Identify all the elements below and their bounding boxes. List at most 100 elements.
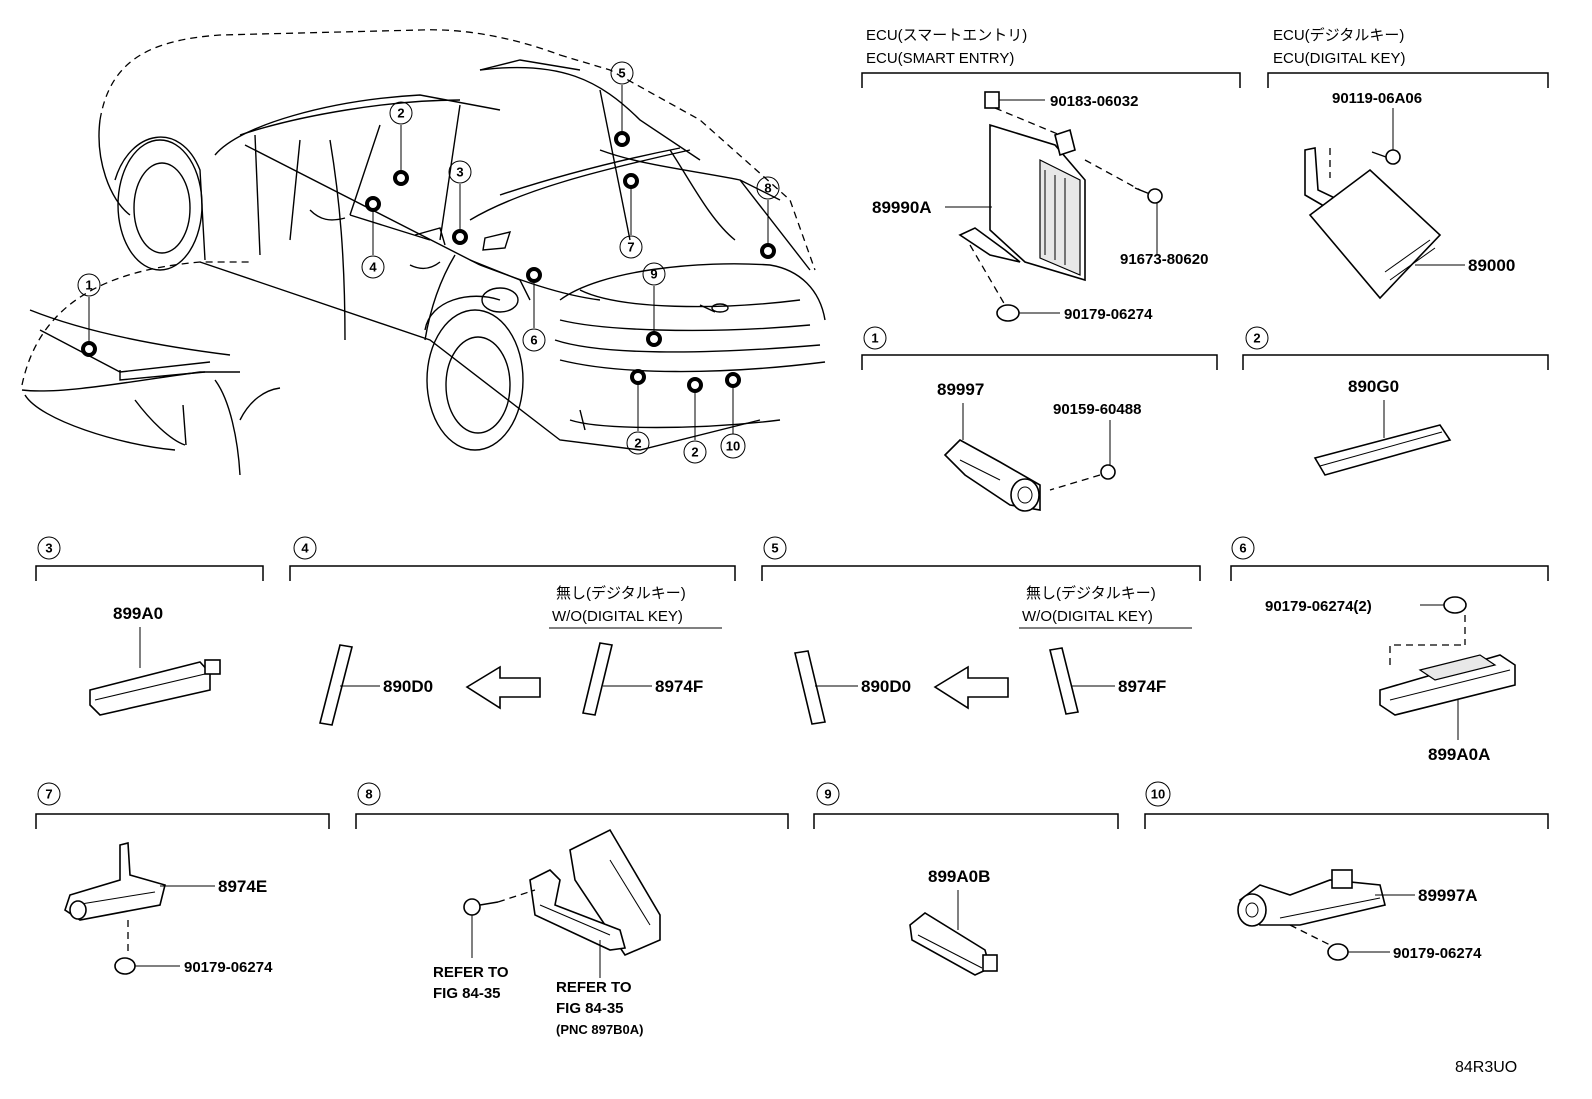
part-89997a: 89997A [1418,886,1478,905]
section-10-number: 10 [1151,787,1165,802]
part-90119-06a06: 90119-06A06 [1332,90,1422,107]
section-5-number: 5 [771,541,778,556]
section-8: 8 REFER TO FIG 84-35 REFER TO FIG 84-35 … [355,782,789,1037]
part-90179-06274-s7: 90179-06274 [184,959,273,976]
section-2: 2 890G0 [1242,326,1549,476]
bracket-section-6 [1230,565,1549,581]
antenna-890g0-shape [1313,424,1452,476]
ecu-section-8-shape [569,828,661,956]
part-890g0: 890G0 [1348,377,1399,396]
main-car-outline [98,29,826,451]
handle-8974f-shape-a [582,642,613,716]
nut-90179-06274-s10-shape [1327,943,1349,961]
part-89997: 89997 [937,380,984,399]
bracket-section-5 [761,565,1201,581]
part-90179-06274-s10: 90179-06274 [1393,945,1482,962]
handle-890d0-shape-b [794,650,826,725]
section-ecu-smart-entry: ECU(スマートエントリ) ECU(SMART ENTRY) 90183-060… [861,27,1241,323]
figure-code: 84R3UO [1455,1059,1517,1076]
note-wo-digital-key-en-4: W/O(DIGITAL KEY) [552,608,683,625]
section-1: 1 89997 90159-60488 [861,326,1218,512]
antenna-89997a-shape [1238,879,1386,926]
part-90179-06274-ecu: 90179-06274 [1064,306,1153,323]
clip-90183-06032-shape [984,91,1000,109]
part-90183-06032: 90183-06032 [1050,93,1138,110]
section-3: 3 899A0 [35,536,264,716]
part-890d0-b: 890D0 [861,677,911,696]
section-6-number: 6 [1239,541,1246,556]
arrow-left-5 [933,665,1009,710]
refer-pnc: (PNC 897B0A) [556,1022,643,1037]
callout-9-car: 9 [650,267,657,282]
callout-10-car: 10 [726,439,740,454]
part-90159-60488: 90159-60488 [1053,401,1141,418]
bracket-section-10 [1144,813,1549,829]
bolt-91673-80620-shape [1147,188,1163,204]
part-89990a: 89990A [872,198,932,217]
section-4: 4 無し(デジタルキー) W/O(DIGITAL KEY) 890D0 8974… [289,536,736,726]
section-1-number: 1 [871,331,878,346]
section-ecu-digital-key: ECU(デジタルキー) ECU(DIGITAL KEY) 90119-06A06… [1267,26,1549,300]
part-899a0b: 899A0B [928,867,990,886]
refer-fig-a: FIG 84-35 [433,985,501,1002]
callout-5-car: 5 [618,66,625,81]
callout-2-car-c: 2 [691,445,698,460]
car-overview-illustration: 1 2 3 4 5 7 6 8 9 2 2 10 [21,29,826,476]
car-callout-markers [81,85,776,440]
bracket-section-8 [355,813,789,829]
antenna-899a0-shape [89,661,211,716]
part-90179-06274-2: 90179-06274(2) [1265,598,1372,615]
header-ecu-smart-entry-jp: ECU(スマートエントリ) [866,27,1027,44]
front-car-outline [21,261,281,476]
part-8974f-a: 8974F [655,677,703,696]
section-7-number: 7 [45,787,52,802]
bracket-section-4 [289,565,736,581]
note-wo-digital-key-jp-4: 無し(デジタルキー) [556,584,686,602]
callout-7-car: 7 [627,240,634,255]
section-9: 9 899A0B [813,782,1119,976]
bracket-ecu-smart-entry [861,72,1241,88]
refer-to-a: REFER TO [433,964,509,981]
header-ecu-digital-key-jp: ECU(デジタルキー) [1273,26,1404,44]
part-890d0-a: 890D0 [383,677,433,696]
nut-90179-06274-ecu-shape [996,304,1020,322]
part-8974f-b: 8974F [1118,677,1166,696]
part-89000: 89000 [1468,256,1515,275]
note-wo-digital-key-jp-5: 無し(デジタルキー) [1026,584,1156,602]
section-6: 6 90179-06274(2) 899A0A [1230,536,1549,764]
callout-2-car-a: 2 [397,106,404,121]
nut-90179-06274-2-shape [1443,596,1467,614]
part-899a0: 899A0 [113,604,163,623]
part-8974e: 8974E [218,877,267,896]
nut-90179-06274-s7-shape [114,957,136,975]
note-wo-digital-key-en-5: W/O(DIGITAL KEY) [1022,608,1153,625]
antenna-8974e-shape [64,841,166,921]
section-4-number: 4 [301,541,309,556]
section-9-number: 9 [824,787,831,802]
callout-8-car: 8 [764,181,771,196]
ecu-899a0a-shape [1379,654,1516,716]
car-callout-numbers: 1 2 3 4 5 7 6 8 9 2 2 10 [77,61,780,464]
bolt-90159-60488-shape [1100,464,1116,480]
callout-2-car-b: 2 [634,436,641,451]
callout-3-car: 3 [456,165,463,180]
ecu-89000-shape [1308,168,1442,300]
refer-fig-b: FIG 84-35 [556,1000,624,1017]
section-8-number: 8 [365,787,372,802]
bolt-90119-06a06-shape [1385,149,1401,165]
section-2-number: 2 [1253,331,1260,346]
bracket-section-9 [813,813,1119,829]
bolt-section-8-shape [463,898,481,916]
section-7: 7 8974E 90179-06274 [35,782,330,976]
arrow-left-4 [465,665,541,710]
bracket-section-1 [861,354,1218,370]
handle-8974f-shape-b [1049,647,1079,715]
part-91673-80620: 91673-80620 [1120,251,1208,268]
bracket-section-7 [35,813,330,829]
callout-1-car: 1 [85,278,92,293]
bracket-ecu-digital-key [1267,72,1549,88]
section-5: 5 無し(デジタルキー) W/O(DIGITAL KEY) 890D0 8974… [761,536,1201,725]
part-899a0a: 899A0A [1428,745,1490,764]
refer-to-b: REFER TO [556,979,632,996]
